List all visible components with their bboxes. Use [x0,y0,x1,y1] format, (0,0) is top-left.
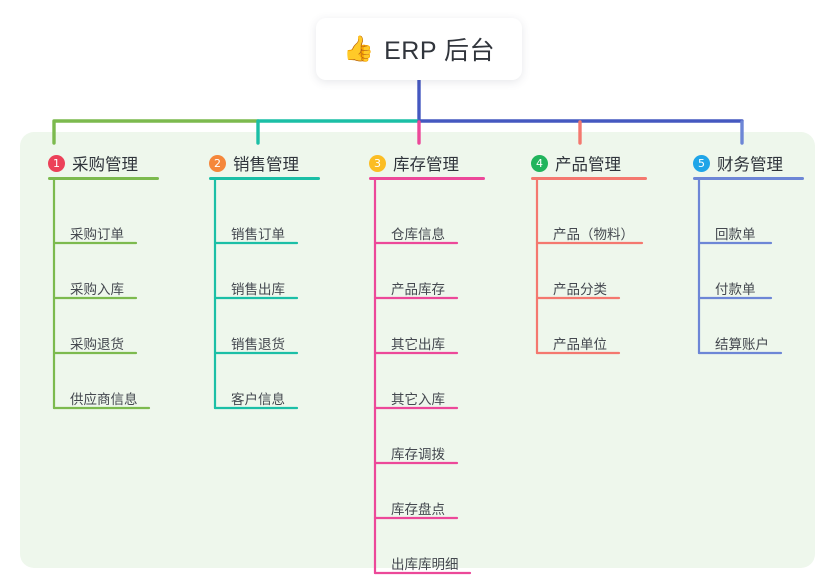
branch-header-4[interactable]: 4 产品管理 [531,146,647,180]
leaf-node[interactable]: 库存调拨 [389,445,445,463]
branch-column-4: 4 产品管理产品（物料） 产品分类产品单位 [531,146,647,352]
leaf-node-label: 库存盘点 [391,502,445,517]
leaf-node[interactable]: 产品（物料） [551,225,634,243]
branch-header-2[interactable]: 2 销售管理 [209,146,320,180]
branch-header-label: 采购管理 [72,156,138,174]
branch-number-badge: 3 [369,154,386,172]
leaf-node[interactable]: 产品分类 [551,280,607,298]
branch-column-1: 1 采购管理采购订单采购入库采购退货供应商信息 [48,146,159,407]
leaf-node-label: 产品（物料） [553,227,634,242]
leaf-node-label: 付款单 [715,282,756,297]
branch-header-5[interactable]: 5 财务管理 [693,146,804,180]
leaf-node[interactable]: 仓库信息 [389,225,445,243]
leaf-node-label: 销售出库 [231,282,285,297]
leaf-node[interactable]: 销售出库 [229,280,285,298]
leaf-node[interactable]: 付款单 [713,280,756,298]
leaf-node-label: 采购订单 [70,227,124,242]
leaf-node-label: 仓库信息 [391,227,445,242]
leaf-node[interactable]: 产品库存 [389,280,445,298]
root-node[interactable]: 👍 ERP 后台 [316,18,522,80]
branch-header-label: 库存管理 [393,156,459,174]
leaf-node[interactable]: 客户信息 [229,390,285,408]
branch-column-3: 3 库存管理仓库信息产品库存其它出库其它入库库存调拨库存盘点出库库明细 [369,146,485,572]
leaf-node-label: 客户信息 [231,392,285,407]
leaf-node-label: 产品库存 [391,282,445,297]
leaf-node-label: 采购退货 [70,337,124,352]
leaf-node-label: 出库库明细 [391,557,459,572]
leaf-node[interactable]: 产品单位 [551,335,607,353]
leaf-node[interactable]: 销售订单 [229,225,285,243]
branch-header-rule [48,177,159,180]
leaf-node[interactable]: 其它入库 [389,390,445,408]
leaf-node-label: 供应商信息 [70,392,138,407]
branch-number-badge: 2 [209,154,226,172]
thumbs-up-icon: 👍 [342,34,375,63]
leaf-node[interactable]: 库存盘点 [389,500,445,518]
leaf-node-label: 产品分类 [553,282,607,297]
branch-header-rule [209,177,320,180]
leaf-node-label: 其它入库 [391,392,445,407]
leaf-node-label: 其它出库 [391,337,445,352]
branch-header-rule [369,177,485,180]
leaf-node[interactable]: 其它出库 [389,335,445,353]
leaf-node-label: 采购入库 [70,282,124,297]
leaf-node[interactable]: 结算账户 [713,335,769,353]
branch-header-label: 产品管理 [555,156,621,174]
branch-column-5: 5 财务管理回款单付款单结算账户 [693,146,804,352]
branch-header-label: 销售管理 [233,156,299,174]
branch-number-badge: 5 [693,154,710,172]
branch-header-1[interactable]: 1 采购管理 [48,146,159,180]
leaf-node-label: 回款单 [715,227,756,242]
leaf-node[interactable]: 销售退货 [229,335,285,353]
leaf-node[interactable]: 回款单 [713,225,756,243]
diagram-background-panel [20,132,815,568]
branch-header-label: 财务管理 [717,156,783,174]
leaf-node-label: 销售订单 [231,227,285,242]
branch-number-badge: 1 [48,154,65,172]
branch-header-3[interactable]: 3 库存管理 [369,146,485,180]
leaf-node[interactable]: 采购入库 [68,280,124,298]
leaf-node[interactable]: 采购退货 [68,335,124,353]
leaf-node[interactable]: 供应商信息 [68,390,138,408]
leaf-node[interactable]: 出库库明细 [389,555,459,573]
branch-header-rule [693,177,804,180]
leaf-node-label: 产品单位 [553,337,607,352]
root-node-title: ERP 后台 [384,37,496,65]
leaf-node[interactable]: 采购订单 [68,225,124,243]
leaf-node-label: 销售退货 [231,337,285,352]
leaf-node-label: 结算账户 [715,337,769,352]
branch-header-rule [531,177,647,180]
branch-number-badge: 4 [531,154,548,172]
branch-column-2: 2 销售管理销售订单销售出库销售退货客户信息 [209,146,320,407]
leaf-node-label: 库存调拨 [391,447,445,462]
